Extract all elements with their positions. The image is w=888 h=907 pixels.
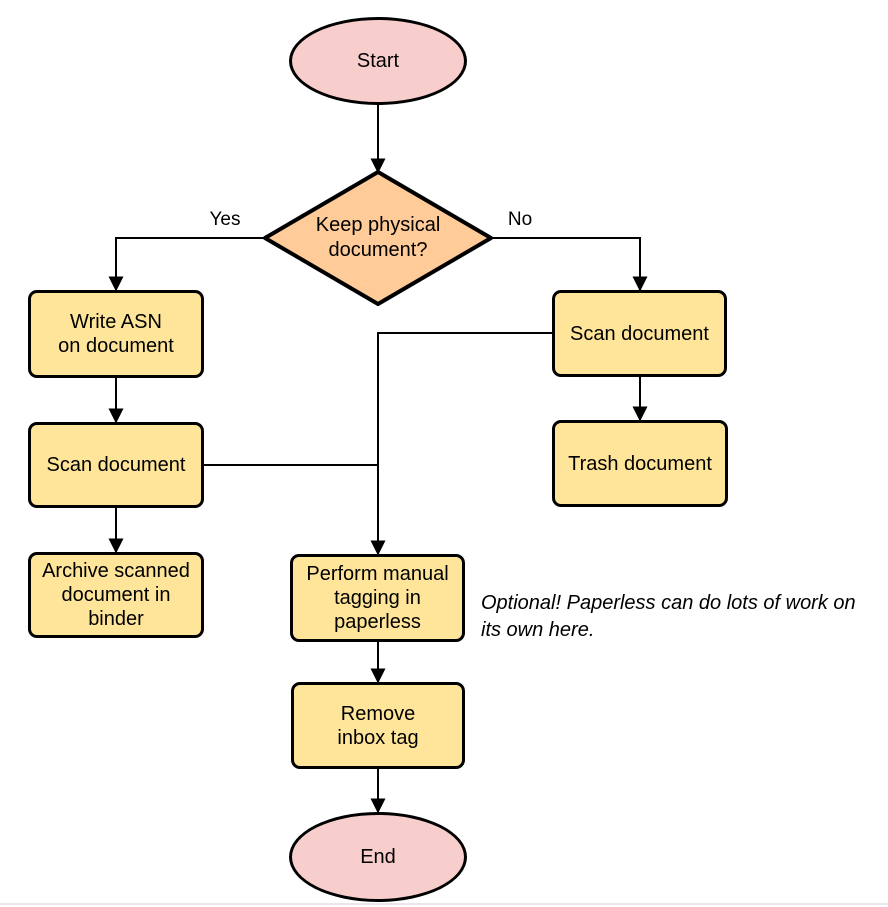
node-scan-document-left: Scan document xyxy=(28,422,204,508)
node-decision-label: Keep physical document? xyxy=(315,214,441,261)
bottom-divider-line xyxy=(0,903,888,905)
node-scan-document-right: Scan document xyxy=(552,290,727,377)
node-end: End xyxy=(289,812,467,902)
node-write-asn: Write ASN on document xyxy=(28,290,204,378)
edge-decision-no-to-scan-right xyxy=(491,237,648,292)
node-archive-binder: Archive scanned document in binder xyxy=(28,552,204,638)
node-remove-inbox-tag: Remove inbox tag xyxy=(291,682,465,769)
optional-annotation: Optional! Paperless can do lots of work … xyxy=(481,592,856,641)
edge-scan-right-to-tagging xyxy=(370,332,552,556)
node-manual-tagging: Perform manual tagging in paperless xyxy=(290,554,465,642)
edge-decision-yes-to-write-asn xyxy=(108,237,265,292)
node-start: Start xyxy=(289,17,467,105)
edge-label-no: No xyxy=(507,209,533,230)
node-trash-document: Trash document xyxy=(552,420,728,507)
edge-label-yes: Yes xyxy=(209,209,241,230)
